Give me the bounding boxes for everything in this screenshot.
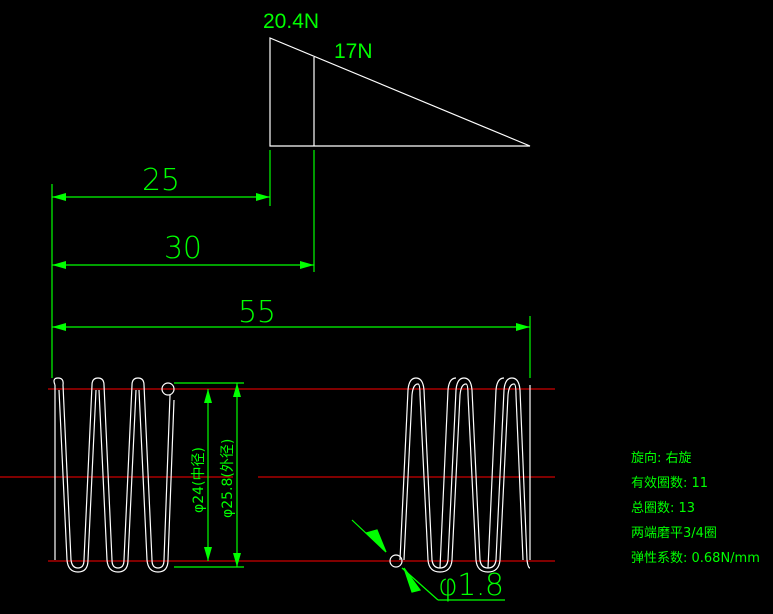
dim-label-30: 30 (164, 231, 202, 266)
spec-total-coils: 总圈数: 13 (631, 501, 695, 516)
diameter-dimensions (174, 382, 244, 568)
wire-section-bottom (389, 554, 403, 568)
wire-section-top (161, 382, 175, 396)
force-max-label: 20.4N (263, 10, 319, 33)
spec-spring-rate: 弹性系数: 0.68N/mm (631, 551, 760, 566)
force-diagram: 20.4N 17N (263, 10, 531, 147)
spec-ends: 两端磨平3/4圈 (631, 526, 717, 541)
spec-direction: 旋向: 右旋 (631, 450, 692, 466)
mid-diameter-label: φ24(中径) (191, 447, 207, 513)
spec-notes: 旋向: 右旋 有效圈数: 11 总圈数: 13 两端磨平3/4圈 弹性系数: 0… (631, 450, 760, 566)
dim-label-25: 25 (142, 163, 180, 198)
force-triangle (269, 37, 531, 147)
force-min-label: 17N (334, 40, 373, 63)
dim-label-55: 55 (238, 295, 276, 330)
spec-effective-coils: 有效圈数: 11 (631, 476, 708, 491)
outer-diameter-label: φ25.8(外径) (220, 439, 236, 518)
length-dimensions (51, 150, 531, 378)
wire-diameter-label: φ1.8 (438, 568, 504, 603)
centerlines (0, 388, 555, 562)
spring-left (53, 377, 175, 573)
wire-diameter-leader (351, 519, 505, 601)
spring-right (389, 377, 531, 573)
